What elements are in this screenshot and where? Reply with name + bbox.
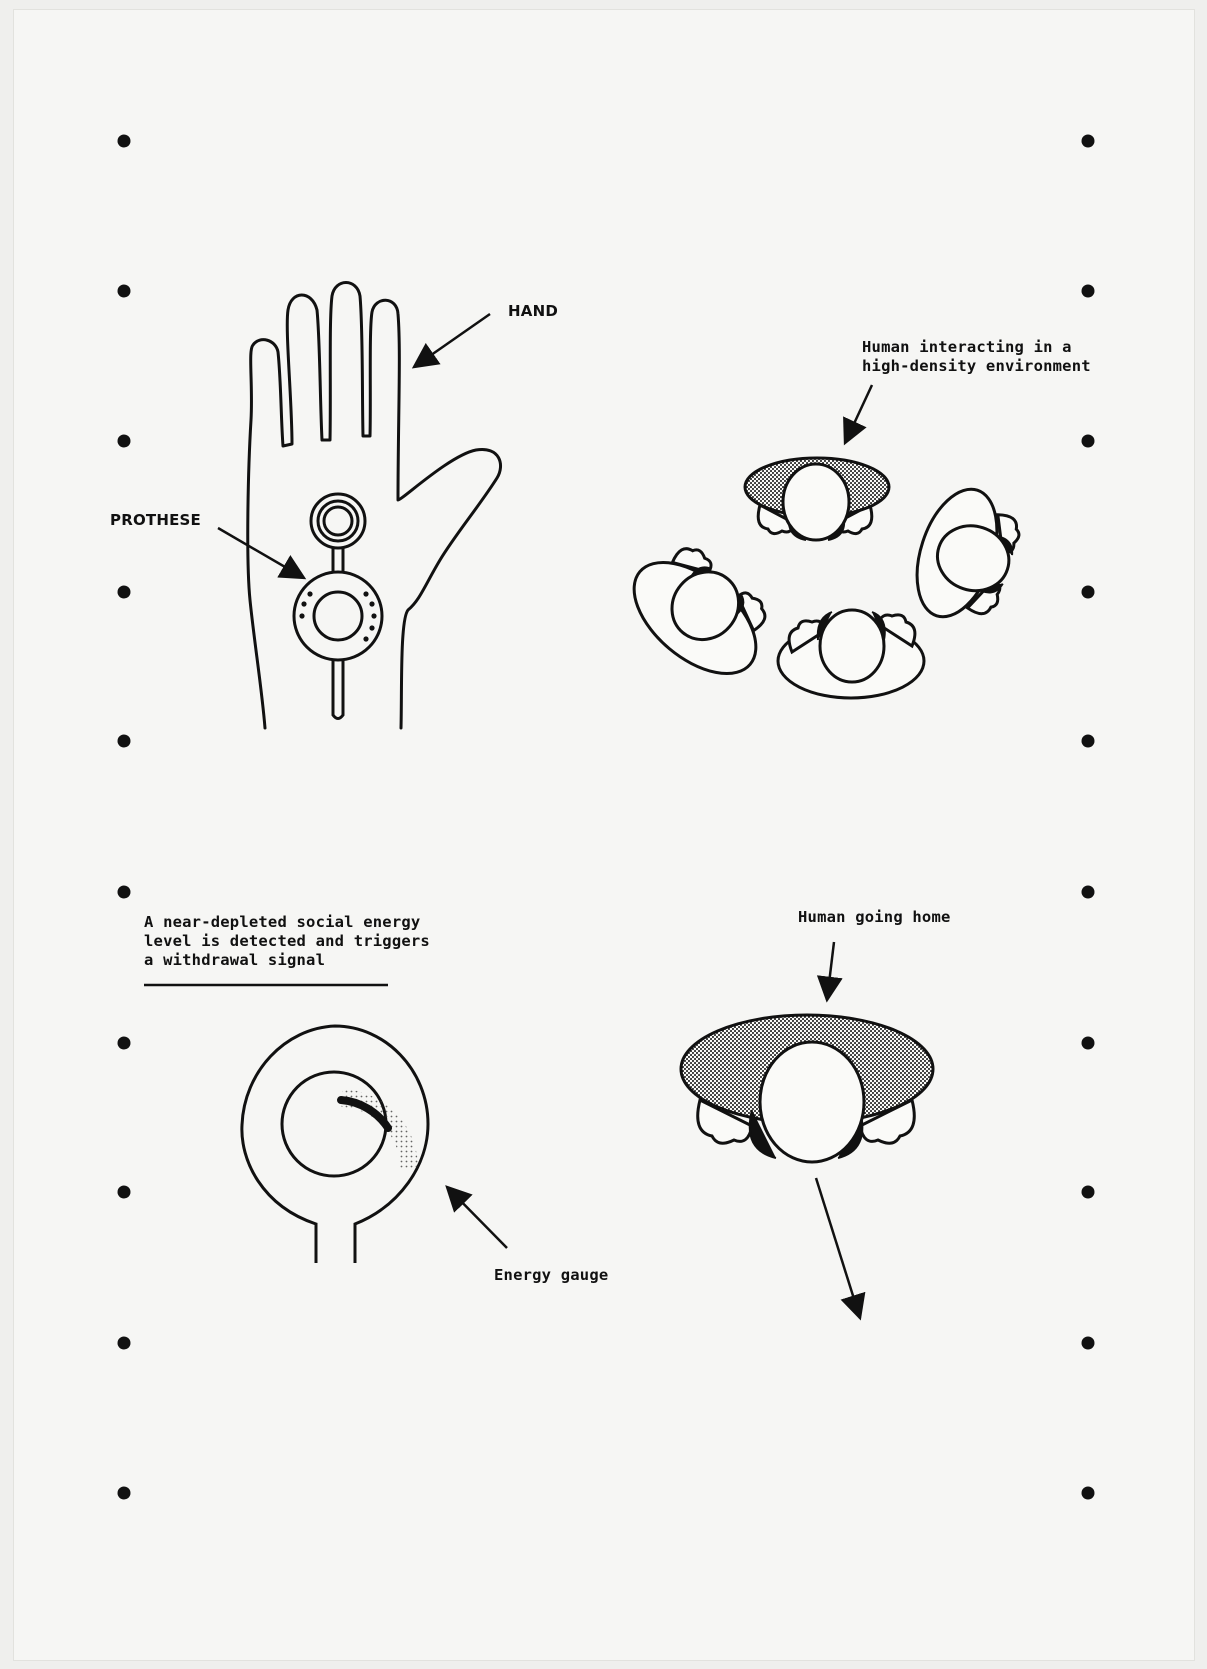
depleted-text-line3: a withdrawal signal [144, 951, 325, 970]
going-home-label: Human going home [798, 908, 951, 927]
margin-bullet-right-7 [1082, 1037, 1095, 1050]
energy-gauge-label: Energy gauge [494, 1266, 608, 1285]
margin-bullet-left-3 [118, 435, 131, 448]
hand-pointer-arrow [414, 314, 490, 367]
hand-drawing [248, 283, 501, 729]
margin-bullet-left-6 [118, 886, 131, 899]
margin-bullet-right-1 [1082, 135, 1095, 148]
depleted-text-line2: level is detected and triggers [144, 932, 430, 951]
margin-bullet-right-3 [1082, 435, 1095, 448]
margin-bullet-right-10 [1082, 1487, 1095, 1500]
margin-bullet-left-8 [118, 1186, 131, 1199]
margin-bullet-right-8 [1082, 1186, 1095, 1199]
prothese-pointer-arrow [218, 528, 304, 578]
margin-bullet-right-2 [1082, 285, 1095, 298]
margin-bullet-right-5 [1082, 735, 1095, 748]
margin-bullet-left-5 [118, 735, 131, 748]
margin-bullet-left-9 [118, 1337, 131, 1350]
margin-bullet-left-10 [118, 1487, 131, 1500]
margin-bullet-right-9 [1082, 1337, 1095, 1350]
depleted-text-line1: A near-depleted social energy [144, 913, 420, 932]
hand-arrows [218, 314, 490, 578]
person-bottom [778, 610, 924, 698]
interacting-label-line2: high-density environment [862, 357, 1091, 376]
hand-label: HAND [508, 302, 558, 321]
margin-bullet-left-1 [118, 135, 131, 148]
margin-bullet-right-6 [1082, 886, 1095, 899]
crowd-diagram [614, 385, 1028, 698]
energy-gauge-drawing [242, 1026, 507, 1263]
prothese-label: PROTHESE [110, 511, 201, 530]
energy-gauge-arrow [447, 1187, 507, 1248]
margin-bullet-right-4 [1082, 586, 1095, 599]
interacting-label-line1: Human interacting in a [862, 338, 1072, 357]
prothese-device [294, 494, 382, 719]
margin-bullet-left-4 [118, 586, 131, 599]
person-left [614, 530, 785, 695]
going-home-diagram [681, 942, 933, 1318]
person-top-shaded [745, 458, 889, 540]
margin-bullet-left-7 [118, 1037, 131, 1050]
margin-bullet-left-2 [118, 285, 131, 298]
person-right [902, 479, 1028, 632]
